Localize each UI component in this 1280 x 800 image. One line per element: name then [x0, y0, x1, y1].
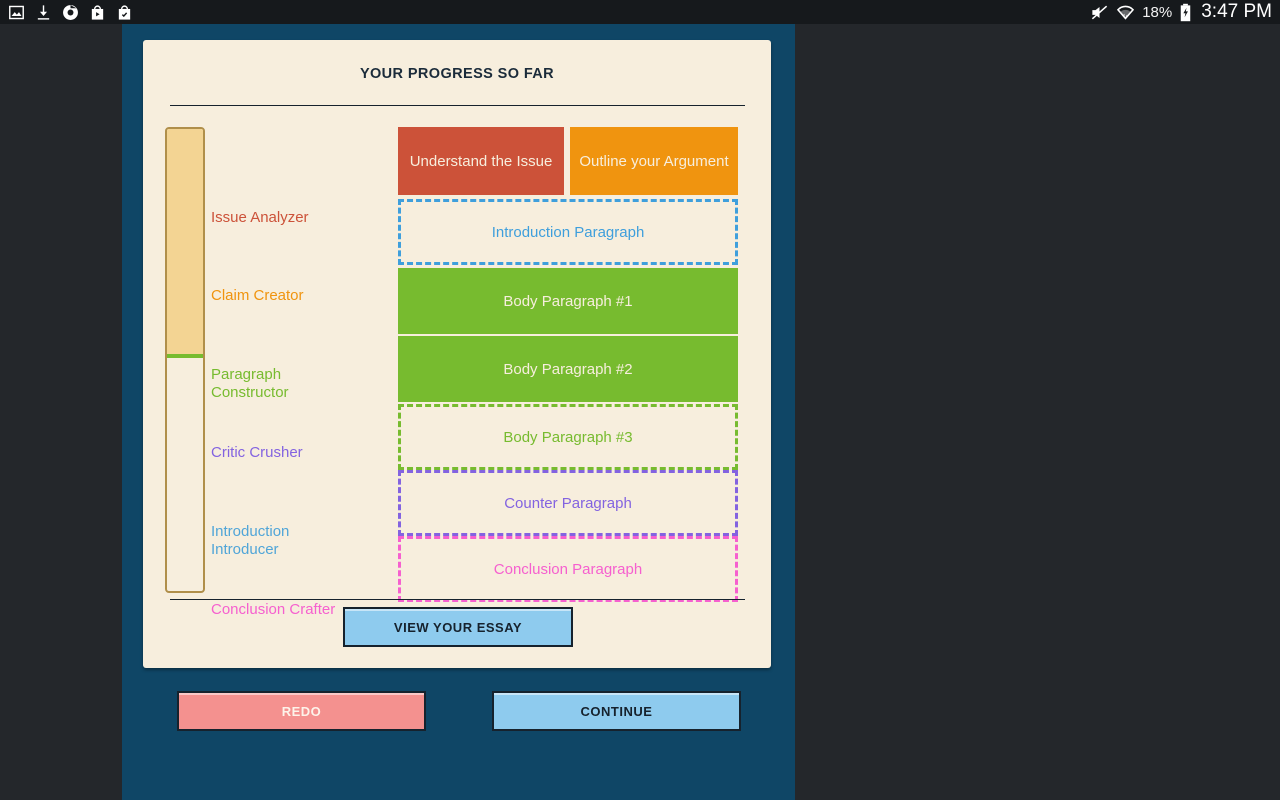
- image-icon: [8, 4, 25, 21]
- stage-label: Critic Crusher: [211, 444, 303, 461]
- essay-block[interactable]: Body Paragraph #3: [398, 404, 738, 470]
- divider-top: [170, 105, 745, 106]
- wifi-icon: [1116, 3, 1135, 22]
- android-status-bar: 18% 3:47 PM: [0, 0, 1280, 24]
- play-store-icon: [89, 4, 106, 21]
- essay-block[interactable]: Understand the Issue: [398, 127, 564, 195]
- progress-rail: [165, 127, 205, 593]
- status-bar-system-icons: 18% 3:47 PM: [1090, 1, 1272, 23]
- stage-label: Paragraph Constructor: [211, 366, 289, 401]
- status-bar-clock: 3:47 PM: [1201, 1, 1272, 22]
- view-essay-button[interactable]: VIEW YOUR ESSAY: [343, 607, 573, 647]
- battery-percent-label: 18%: [1142, 3, 1173, 21]
- continue-button[interactable]: CONTINUE: [492, 691, 741, 731]
- redo-button[interactable]: REDO: [177, 691, 426, 731]
- essay-block[interactable]: Conclusion Paragraph: [398, 536, 738, 602]
- essay-block[interactable]: Body Paragraph #2: [398, 336, 738, 402]
- progress-rail-fill: [167, 129, 203, 358]
- battery-charging-icon: [1179, 3, 1192, 22]
- play-store-check-icon: [116, 4, 133, 21]
- stage-label: Conclusion Crafter: [211, 601, 336, 618]
- chrome-icon: [62, 4, 79, 21]
- essay-block[interactable]: Outline your Argument: [570, 127, 738, 195]
- essay-block[interactable]: Counter Paragraph: [398, 470, 738, 536]
- essay-block[interactable]: Body Paragraph #1: [398, 268, 738, 334]
- download-icon: [35, 4, 52, 21]
- status-bar-notification-icons: [8, 4, 133, 21]
- volume-mute-icon: [1090, 3, 1109, 22]
- stage-label: Issue Analyzer: [211, 209, 309, 226]
- stage-label: Claim Creator: [211, 287, 304, 304]
- footer-button-bar: REDO CONTINUE: [122, 691, 795, 741]
- stage-label: Introduction Introducer: [211, 523, 290, 558]
- divider-bottom: [170, 599, 745, 600]
- essay-block[interactable]: Introduction Paragraph: [398, 199, 738, 265]
- page-title: YOUR PROGRESS SO FAR: [359, 66, 555, 82]
